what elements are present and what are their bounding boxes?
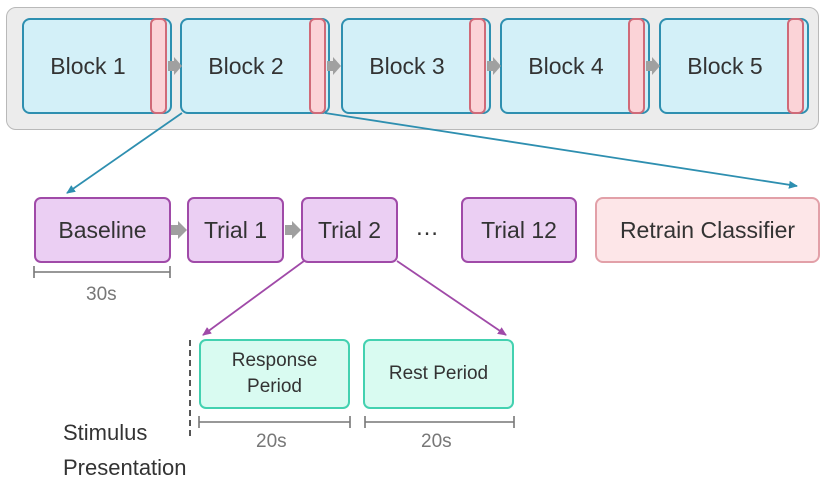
block-5: Block 5 [659,18,809,114]
baseline-duration-label: 30s [86,284,117,305]
flow-arrow-icon [285,221,301,239]
zoom-arrow-left [66,112,183,194]
block-flow-arrows [168,57,660,75]
flow-arrow-icon [487,57,501,75]
stimulus-label-line1: Stimulus [63,420,148,445]
block-3-label: Block 3 [369,52,445,79]
trial-zoom-arrow-left [202,260,305,336]
baseline-label: Baseline [58,216,147,243]
rest-duration-label: 20s [421,431,452,452]
rest-period-box: Rest Period [363,339,514,409]
trial-zoom-arrow-right [396,260,507,336]
response-duration-label: 20s [256,431,287,452]
trial-1-box: Trial 1 [187,197,284,263]
response-period-label: Response Period [231,350,318,397]
zoom-arrow-right [324,112,798,189]
trial-12-label: Trial 12 [481,216,557,243]
block-1: Block 1 [22,18,172,114]
block-2-retrain-tab [309,18,326,114]
flow-arrow-icon [171,221,187,239]
retrain-classifier-label: Retrain Classifier [619,216,796,243]
flow-arrow-icon [327,57,341,75]
baseline-box: Baseline [34,197,171,263]
trial-2-label: Trial 2 [317,216,382,243]
baseline-duration-bracket [33,266,171,278]
trial-flow-arrows [171,221,301,239]
rest-period-label: Rest Period [388,363,489,385]
block-5-retrain-tab [787,18,804,114]
block-3: Block 3 [341,18,491,114]
trial-12-box: Trial 12 [461,197,577,263]
block-4-label: Block 4 [528,52,604,79]
trial-ellipsis: … [415,214,439,241]
block-3-retrain-tab [469,18,486,114]
block-4-retrain-tab [628,18,645,114]
trial-2-box: Trial 2 [301,197,398,263]
retrain-classifier-box: Retrain Classifier [595,197,820,263]
block-5-label: Block 5 [687,52,763,79]
block-1-label: Block 1 [50,52,126,79]
flow-arrow-icon [168,57,182,75]
flow-arrow-icon [646,57,660,75]
response-duration-bracket [198,416,351,428]
trial-1-label: Trial 1 [203,216,268,243]
block-1-retrain-tab [150,18,167,114]
response-period-box: Response Period [199,339,350,409]
stimulus-label-line2: Presentation [63,455,187,480]
block-2-label: Block 2 [208,52,284,79]
rest-duration-bracket [364,416,515,428]
